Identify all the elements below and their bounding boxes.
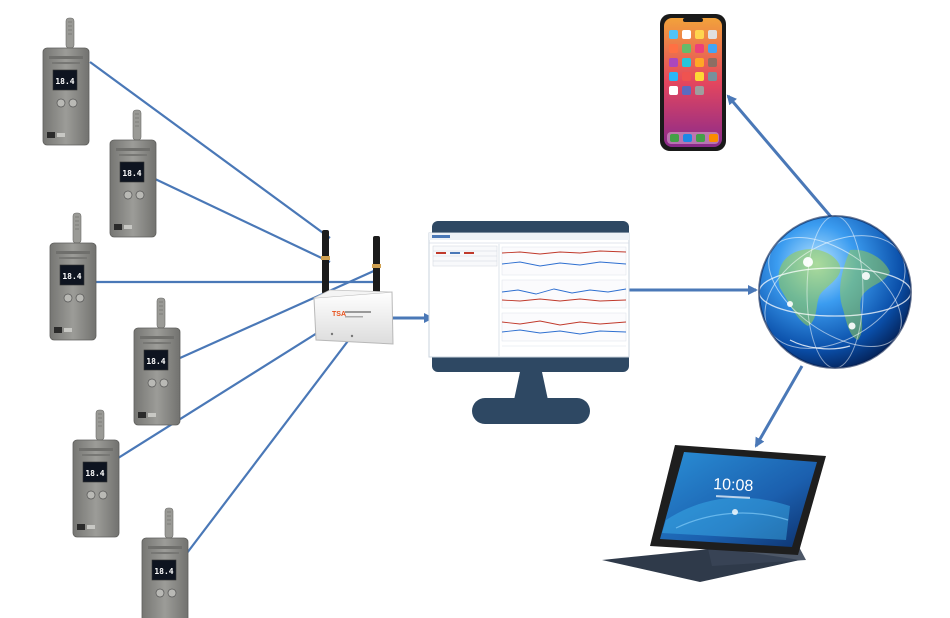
sensor-device-1: 18.4 [42,17,90,146]
smartphone-icon [660,14,726,151]
tablet-icon: 10:08 [602,445,826,582]
sensor-device-4: 18.4 [133,297,181,426]
connector-sensor-6-to-gateway [186,303,377,554]
connector-sensor-4-to-gateway [179,268,377,360]
sensor-reading: 18.4 [122,169,141,178]
connector-lines [89,61,834,554]
tablet-clock-text: 10:08 [713,476,754,495]
arrow-globe-to-tablet [754,365,804,448]
sensor-reading: 18.4 [154,567,173,576]
arrow-globe-to-phone [726,94,834,219]
connector-sensor-2-to-gateway [152,177,331,263]
sensor-device-2: 18.4 [109,109,157,238]
sensor-group: 18.4 18.4 18.4 18.4 18.4 18.4 [42,17,189,618]
wireless-gateway-router-icon: TSA [313,230,394,345]
sensor-device-5: 18.4 [72,409,120,538]
sensor-reading: 18.4 [146,357,165,366]
internet-globe-icon [758,215,912,369]
sensor-reading: 18.4 [55,77,74,86]
sensor-reading: 18.4 [85,469,104,478]
desktop-monitor-icon [428,221,630,424]
sensor-device-6: 18.4 [141,507,189,618]
connector-sensor-1-to-gateway [89,61,331,239]
gateway-brand-label: TSA [332,311,346,318]
sensor-device-3: 18.4 [49,212,97,341]
phone-app-grid [667,30,719,144]
sensor-reading: 18.4 [62,272,81,281]
